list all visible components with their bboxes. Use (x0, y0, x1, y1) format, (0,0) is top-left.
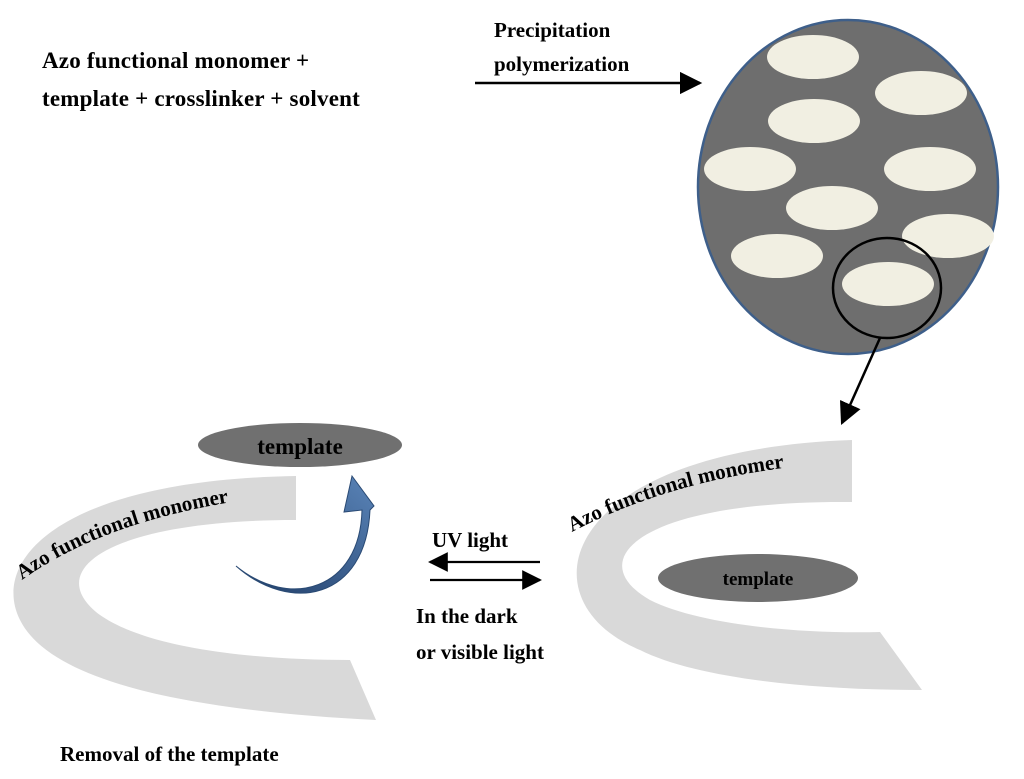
bound-template-label: template (723, 569, 794, 590)
dark-label-2: or visible light (416, 640, 544, 664)
imprinted-site-shape (576, 440, 922, 690)
microsphere-highlighted (842, 262, 934, 306)
released-monomer-label-path: Azo functional monomer (11, 484, 229, 584)
uv-light-label: UV light (432, 528, 509, 552)
removal-caption: Removal of the template (60, 742, 279, 766)
released-template-label: template (257, 434, 343, 459)
microsphere (767, 35, 859, 79)
dark-label-1: In the dark (416, 604, 518, 628)
reactants-line-1: Azo functional monomer + (42, 48, 310, 73)
template-removal-arrow (235, 474, 375, 594)
zoom-arrow (839, 337, 882, 426)
microsphere (731, 234, 823, 278)
released-template (198, 423, 402, 467)
microsphere (704, 147, 796, 191)
magnifier-circle (831, 236, 943, 340)
microspheres (704, 35, 994, 306)
polymerization-label-2: polymerization (494, 52, 630, 76)
microsphere (768, 99, 860, 143)
microsphere (875, 71, 967, 115)
polymerization-label-1: Precipitation (494, 18, 611, 42)
reactants-line-2: template + crosslinker + solvent (42, 86, 360, 111)
microsphere (884, 147, 976, 191)
microsphere (786, 186, 878, 230)
microsphere (902, 214, 994, 258)
released-monomer-label: Azo functional monomer (11, 484, 229, 584)
released-site-shape (13, 476, 376, 720)
bound-template (658, 554, 858, 602)
